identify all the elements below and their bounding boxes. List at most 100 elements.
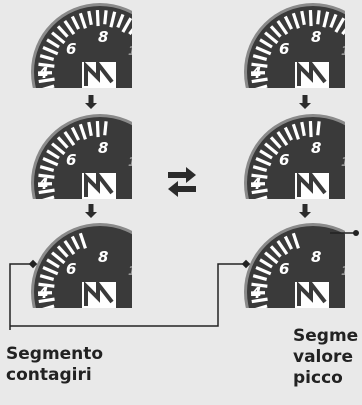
callout-marker (241, 259, 251, 269)
gauge-tick-label: 10 (341, 155, 358, 169)
tachometer-segment (264, 31, 279, 45)
tachometer-segment (283, 235, 293, 250)
tachometer-segment (276, 131, 289, 147)
gauge-emblem-icon (82, 278, 116, 308)
gauge-tick-label: 10 (128, 155, 145, 169)
tachometer-segment (38, 297, 55, 304)
tachometer-segment (255, 84, 268, 88)
gauge-tick-label: 8 (98, 28, 108, 46)
label-tachometer-segment: Segmento contagiri (6, 344, 103, 386)
tachometer-segment (329, 13, 338, 29)
gauge-tick-label: 8 (311, 248, 321, 266)
callout-line-connector (10, 263, 246, 327)
tachometer-segment (291, 123, 300, 140)
tachometer-segment (269, 25, 282, 38)
tachometer-segment (322, 11, 330, 28)
tachometer-segment (70, 15, 80, 30)
tachometer-segment (334, 17, 345, 33)
tachometer-segment (63, 131, 76, 147)
tachometer-segment (51, 31, 66, 45)
tachometer-segment (42, 84, 55, 88)
callout-peak-dot (353, 230, 359, 236)
tachometer-segment (251, 62, 268, 68)
tachometer-segment (300, 121, 306, 137)
tachometer-segment (255, 304, 268, 308)
swap-arrow-left (168, 181, 196, 197)
tachometer-segment (63, 20, 76, 36)
label-peak-segment-line3: picco (293, 368, 343, 388)
gauge-tick-label: 4 (250, 175, 261, 193)
tachometer-segment (51, 251, 66, 265)
down-arrow-icon (299, 204, 311, 218)
swap-arrows-icon (168, 167, 196, 197)
gauge-emblem-icon (295, 278, 329, 308)
tachometer-segment (42, 157, 59, 167)
gauge-panel: 46 8 10 (31, 114, 145, 209)
tachometer-segment (63, 240, 76, 256)
tachometer-segment (259, 38, 273, 49)
tachometer-segment (255, 195, 268, 199)
tachometer-segment (283, 126, 293, 141)
swap-arrow-right (168, 167, 196, 183)
tachometer-segment (38, 188, 55, 195)
tachometer-segment (251, 188, 268, 195)
gauge-tick-label: 4 (37, 64, 48, 82)
gauge-tick-label: 10 (341, 44, 358, 58)
tachometer-segment (78, 232, 87, 249)
down-arrow-icon (85, 204, 97, 218)
emblem-mark (84, 58, 114, 86)
gauge-tick-label: 10 (341, 264, 358, 278)
redline-arc (146, 253, 160, 286)
tachometer-segment (56, 25, 69, 38)
tachometer-segment (257, 202, 272, 209)
tachometer-segment (46, 258, 60, 269)
gauge-tick-label: 8 (98, 139, 108, 157)
tachometer-segment (87, 121, 93, 137)
tachometer-segment (70, 126, 80, 141)
callout-marker (28, 259, 38, 269)
tachometer-segment (264, 251, 279, 265)
emblem-mark (84, 278, 114, 306)
tachometer-segment (276, 20, 289, 36)
tachometer-segment (316, 121, 321, 136)
tachometer-segment (39, 54, 55, 61)
tachometer-segment (95, 9, 100, 27)
tachometer-segment (252, 274, 268, 281)
tachometer-segment (308, 120, 313, 138)
gauge-emblem-icon (82, 169, 116, 199)
gauge-tick-label: 6 (279, 151, 289, 169)
tachometer-segment (46, 38, 60, 49)
gauge-tick-label: 10 (128, 264, 145, 278)
tachometer-segment (78, 123, 87, 140)
down-arrow-icon (85, 95, 97, 109)
gauge-tick-label: 4 (37, 284, 48, 302)
tachometer-segment (269, 136, 282, 149)
tachometer-segment (42, 195, 55, 199)
gauge-emblem-icon (295, 169, 329, 199)
tachometer-segment (257, 91, 272, 98)
label-tachometer-segment-line1: Segmento (6, 344, 104, 364)
gauge-tick-label: 6 (66, 151, 76, 169)
tachometer-segment (56, 245, 69, 258)
down-arrow-icon (299, 95, 311, 109)
tachometer-segment (255, 46, 272, 56)
gauge-tick-label: 4 (37, 175, 48, 193)
tachometer-segment (78, 12, 87, 29)
tachometer-segment (251, 173, 268, 179)
callout-line-tachometer (9, 263, 33, 330)
gauge-tick-label: 10 (128, 44, 145, 58)
tachometer-segment (51, 142, 66, 156)
gauge-tick-label: 8 (311, 28, 321, 46)
tachometer-segment (38, 173, 55, 179)
tachometer-segment (44, 311, 59, 318)
tachometer-segment (259, 149, 273, 160)
tachometer-segment (251, 77, 268, 84)
tachometer-segment (251, 282, 268, 288)
tachometer-segment (46, 149, 60, 160)
peak-segment (352, 255, 362, 263)
tachometer-segment (44, 202, 59, 209)
